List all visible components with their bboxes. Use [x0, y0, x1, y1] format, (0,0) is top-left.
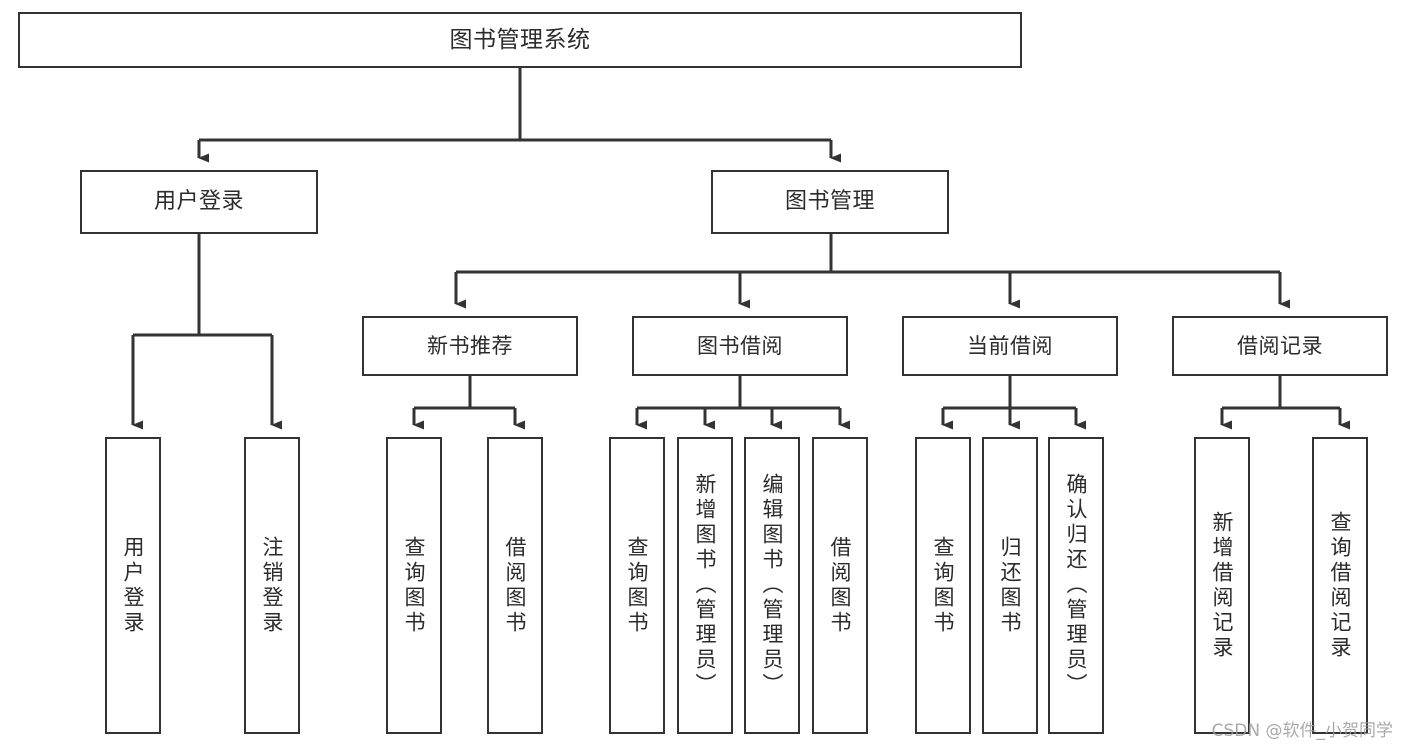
node-leaf-query-book-3[interactable]: 查询图书	[915, 437, 971, 734]
node-book-borrow-label: 图书借阅	[697, 333, 783, 358]
node-leaf-borrow-book-2[interactable]: 借阅图书	[812, 437, 868, 734]
node-borrow-record-label: 借阅记录	[1237, 333, 1323, 358]
node-leaf-add-book[interactable]: 新增图书（管理员）	[677, 437, 733, 734]
node-current-borrow-label: 当前借阅	[967, 333, 1053, 358]
node-book-manage[interactable]: 图书管理	[711, 170, 949, 234]
node-leaf-add-record-label: 新增借阅记录	[1210, 510, 1235, 661]
node-leaf-query-book-1-label: 查询图书	[402, 535, 427, 636]
node-leaf-edit-book[interactable]: 编辑图书（管理员）	[744, 437, 800, 734]
node-leaf-confirm-return-label: 确认归还（管理员）	[1064, 473, 1089, 698]
node-leaf-add-record[interactable]: 新增借阅记录	[1194, 437, 1250, 734]
node-user-login-label: 用户登录	[153, 189, 244, 215]
node-leaf-user-logout[interactable]: 注销登录	[244, 437, 300, 734]
node-leaf-add-book-label: 新增图书（管理员）	[693, 473, 718, 698]
node-leaf-query-book-2[interactable]: 查询图书	[609, 437, 665, 734]
node-root-label: 图书管理系统	[449, 26, 591, 53]
node-leaf-borrow-book-1-label: 借阅图书	[503, 535, 528, 636]
node-leaf-query-book-2-label: 查询图书	[625, 535, 650, 636]
node-leaf-query-book-3-label: 查询图书	[931, 535, 956, 636]
node-new-book-rec[interactable]: 新书推荐	[362, 316, 578, 376]
node-leaf-user-login[interactable]: 用户登录	[105, 437, 161, 734]
watermark-text: CSDN @软件_小贺同学	[1211, 721, 1393, 741]
node-root[interactable]: 图书管理系统	[18, 12, 1022, 68]
node-user-login[interactable]: 用户登录	[80, 170, 318, 234]
node-leaf-borrow-book-1[interactable]: 借阅图书	[487, 437, 543, 734]
node-new-book-rec-label: 新书推荐	[427, 333, 513, 358]
node-leaf-query-record[interactable]: 查询借阅记录	[1312, 437, 1368, 734]
node-leaf-return-book[interactable]: 归还图书	[982, 437, 1038, 734]
node-leaf-confirm-return[interactable]: 确认归还（管理员）	[1048, 437, 1104, 734]
node-book-manage-label: 图书管理	[784, 189, 875, 215]
node-leaf-query-record-label: 查询借阅记录	[1328, 510, 1353, 661]
node-leaf-return-book-label: 归还图书	[998, 535, 1023, 636]
node-book-borrow[interactable]: 图书借阅	[632, 316, 848, 376]
node-leaf-borrow-book-2-label: 借阅图书	[828, 535, 853, 636]
node-current-borrow[interactable]: 当前借阅	[902, 316, 1118, 376]
node-borrow-record[interactable]: 借阅记录	[1172, 316, 1388, 376]
node-leaf-user-logout-label: 注销登录	[260, 535, 285, 636]
node-leaf-query-book-1[interactable]: 查询图书	[386, 437, 442, 734]
node-leaf-user-login-label: 用户登录	[121, 535, 146, 636]
node-leaf-edit-book-label: 编辑图书（管理员）	[760, 473, 785, 698]
